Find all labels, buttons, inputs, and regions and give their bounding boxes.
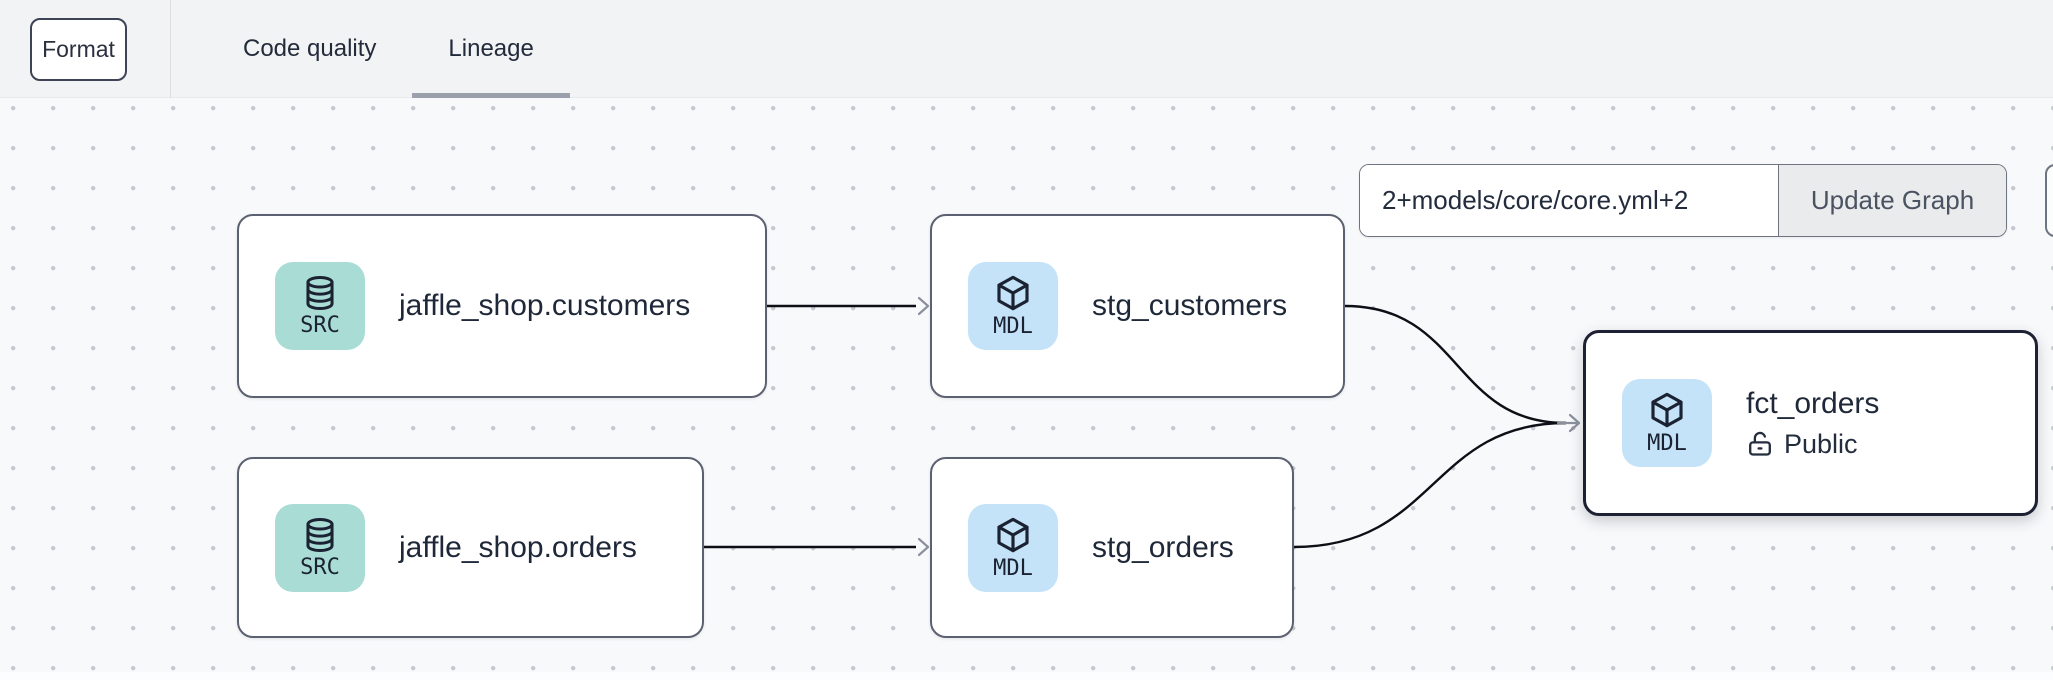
node-source-jaffle-shop-customers[interactable]: SRC jaffle_shop.customers (237, 214, 767, 398)
node-model-stg-orders[interactable]: MDL stg_orders (930, 457, 1294, 638)
node-label: fct_orders (1746, 386, 1880, 420)
node-model-stg-customers[interactable]: MDL stg_customers (930, 214, 1345, 398)
node-source-jaffle-shop-orders[interactable]: SRC jaffle_shop.orders (237, 457, 704, 638)
tab-code-quality[interactable]: Code quality (243, 35, 377, 62)
canvas-edge-strip (0, 672, 2053, 680)
access-row: Public (1746, 429, 1879, 460)
model-selector-input[interactable] (1360, 165, 1778, 236)
model-badge: MDL (968, 262, 1058, 350)
node-type-label: MDL (993, 314, 1033, 339)
access-label: Public (1784, 428, 1858, 459)
node-label: jaffle_shop.orders (399, 530, 637, 564)
node-label: jaffle_shop.customers (399, 289, 691, 322)
database-icon (306, 517, 334, 552)
partial-control-right-edge[interactable] (2045, 164, 2053, 237)
tab-bar: Code quality Lineage (207, 0, 571, 98)
node-model-fct-orders[interactable]: MDL fct_orders Public (1583, 330, 2038, 516)
cube-icon (997, 517, 1029, 552)
node-type-label: SRC (300, 554, 340, 580)
source-badge: SRC (275, 503, 365, 592)
model-badge: MDL (968, 503, 1058, 592)
source-badge: SRC (275, 262, 365, 350)
node-type-label: MDL (993, 555, 1033, 581)
cube-icon (997, 275, 1029, 311)
cube-icon (1651, 392, 1683, 428)
tab-lineage[interactable]: Lineage (412, 0, 571, 98)
topbar-divider (170, 0, 171, 98)
node-type-label: MDL (1647, 431, 1687, 456)
database-icon (306, 275, 334, 311)
format-button[interactable]: Format (30, 18, 127, 81)
node-label: stg_customers (1092, 289, 1288, 322)
node-type-label: SRC (300, 313, 340, 338)
topbar: Format Code quality Lineage (0, 0, 2053, 98)
graph-selector-control: Update Graph (1359, 164, 2007, 237)
unlock-icon (1749, 431, 1771, 456)
model-badge: MDL (1622, 379, 1712, 467)
update-graph-button[interactable]: Update Graph (1778, 165, 2006, 236)
node-label: stg_orders (1092, 530, 1234, 564)
